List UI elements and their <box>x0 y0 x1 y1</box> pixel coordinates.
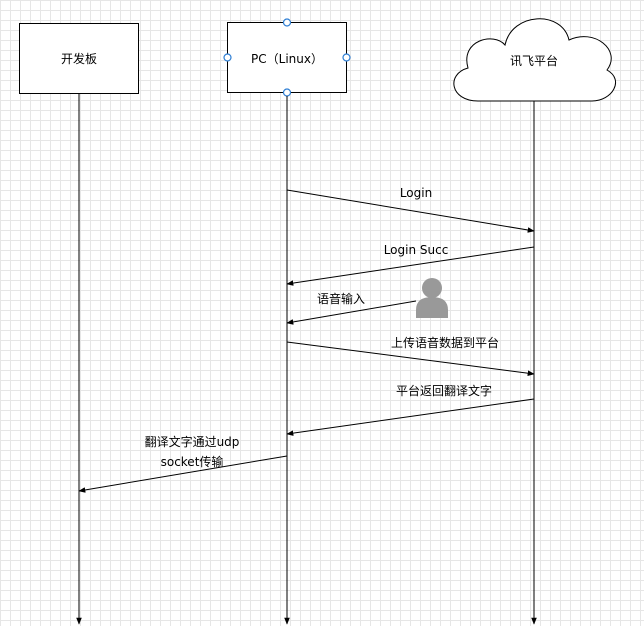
message-login-arrow[interactable] <box>286 189 535 233</box>
user-icon <box>416 278 448 318</box>
connection-handle-left[interactable] <box>223 53 232 62</box>
participant-pc-label: PC（Linux） <box>251 52 323 66</box>
participant-pc[interactable]: PC（Linux） <box>223 18 351 97</box>
participant-board-label: 开发板 <box>61 51 97 66</box>
message-login-label: Login <box>400 186 432 200</box>
message-voice-input-label: 语音输入 <box>317 291 365 306</box>
message-translate-return-arrow[interactable] <box>286 398 535 436</box>
message-udp-arrow[interactable] <box>78 455 288 493</box>
message-login-succ-arrow[interactable] <box>286 246 535 286</box>
message-voice-input-arrow[interactable] <box>286 300 417 325</box>
participant-cloud-label: 讯飞平台 <box>510 53 558 68</box>
message-udp-label-line1: 翻译文字通过udp <box>145 434 240 449</box>
participant-board[interactable]: 开发板 <box>19 23 139 94</box>
message-login-succ-label: Login Succ <box>384 243 449 257</box>
participant-cloud[interactable]: 讯飞平台 <box>453 18 617 102</box>
message-udp-label-line2: socket传输 <box>161 454 224 469</box>
connection-handle-top[interactable] <box>282 18 292 27</box>
message-upload-arrow[interactable] <box>286 341 535 376</box>
connection-handle-bottom[interactable] <box>282 88 292 97</box>
cloud-shape <box>453 18 617 102</box>
message-translate-return-label: 平台返回翻译文字 <box>396 383 492 398</box>
connection-handle-right[interactable] <box>342 53 351 62</box>
message-upload-label: 上传语音数据到平台 <box>391 335 499 350</box>
